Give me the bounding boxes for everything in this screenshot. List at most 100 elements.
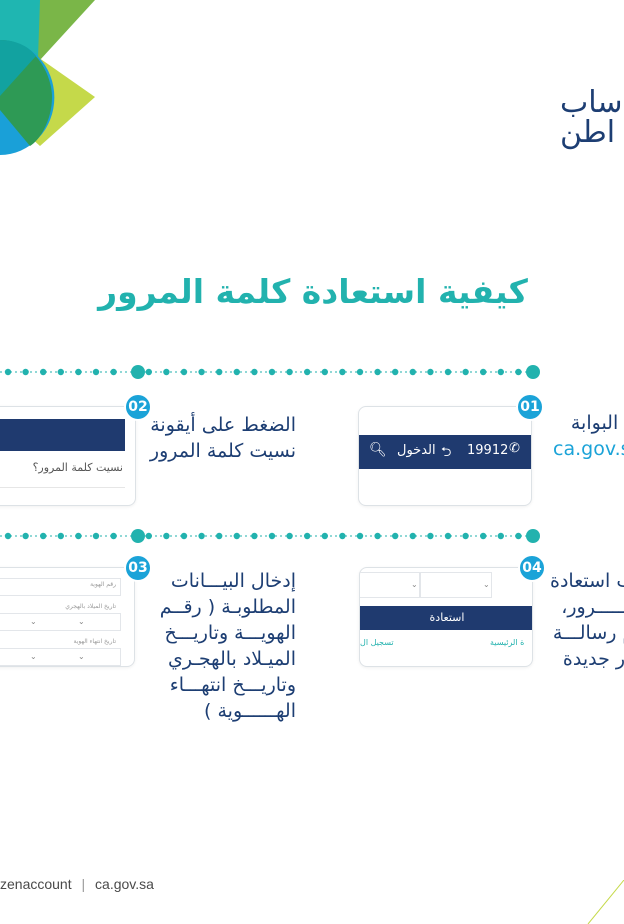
timeline-dot	[409, 368, 416, 376]
timeline-dot	[180, 532, 188, 540]
timeline-dot	[480, 368, 487, 376]
expiry-select[interactable]: ⌄⌄	[0, 648, 121, 666]
phone-icon: ✆	[509, 441, 520, 456]
timeline-dot	[304, 368, 311, 376]
restore-button[interactable]: استعادة	[360, 606, 532, 630]
social-handle: zenaccount	[0, 876, 72, 892]
timeline-dot	[497, 532, 504, 540]
timeline-dot	[57, 368, 64, 376]
divider	[0, 487, 125, 488]
timeline-dot	[233, 532, 240, 540]
timeline-dot	[321, 532, 328, 540]
timeline-dot	[198, 368, 205, 376]
timeline-dot	[286, 532, 293, 540]
timeline-dot	[75, 532, 82, 540]
timeline-dot	[251, 532, 258, 540]
timeline-dot	[444, 368, 452, 376]
timeline-dot	[145, 532, 152, 540]
timeline-node	[526, 365, 540, 379]
forgot-password-link[interactable]: نسيت كلمة المرور؟	[32, 461, 123, 474]
step-text-line: مـــــرور،	[561, 596, 624, 618]
step-text-line: ب البوابة	[570, 412, 624, 434]
timeline-dot	[163, 368, 170, 376]
timeline-dot	[40, 532, 47, 540]
timeline-dot	[339, 532, 346, 540]
step-text-line: الميـلاد بالهجـري	[168, 648, 296, 670]
timeline-dot	[409, 532, 416, 540]
home-link[interactable]: ة الرئيسية	[490, 638, 525, 647]
search-icon: 🔍︎	[369, 442, 387, 458]
step-01-card: 🔍︎ الدخول ⮌ 19912 ✆	[358, 406, 532, 506]
timeline-dot	[515, 532, 522, 540]
timeline-dot	[268, 368, 276, 376]
timeline-dot	[145, 368, 152, 376]
timeline-dot	[22, 532, 29, 540]
timeline-dot	[497, 368, 504, 376]
timeline-dot	[57, 532, 64, 540]
footer-separator: |	[81, 876, 86, 892]
step-03-text: إدخال البيـــانات المطلوبـة ( رقــم الهو…	[150, 568, 296, 724]
register-link[interactable]: تسجيل ال	[360, 638, 394, 647]
timeline-dot	[462, 368, 469, 376]
timeline-dot	[163, 532, 170, 540]
step-text-line: المطلوبـة ( رقــم	[159, 596, 296, 618]
timeline-dot	[92, 532, 100, 540]
timeline-dot	[4, 368, 12, 376]
timeline-dot	[462, 532, 469, 540]
timeline-dot	[40, 368, 47, 376]
step-02-badge: 02	[124, 393, 152, 421]
timeline-node	[526, 529, 540, 543]
logo: ساب اطن	[560, 88, 623, 148]
expiry-label: تاريخ انتهاء الهوية	[73, 638, 116, 645]
step-text-line: نسيت كلمة المرور	[149, 440, 296, 462]
timeline-dot	[356, 532, 364, 540]
timeline-dot	[251, 368, 258, 376]
timeline-dot	[180, 368, 188, 376]
footer-site-link[interactable]: ca.gov.sa	[95, 876, 154, 892]
step-text-line: الضغط على أيقونة	[150, 414, 296, 436]
timeline-dot	[427, 532, 434, 540]
login-icon: ⮌	[441, 445, 452, 460]
step-03-card: رقم الهوية تاريخ الميلاد بالهجري ⌄⌄ تاري…	[0, 567, 135, 667]
step-text-line: م رسالـــة	[552, 622, 624, 644]
logo-line-1: ساب	[560, 85, 623, 120]
timeline-dot	[216, 368, 223, 376]
step-04-text: ب استعادة مـــــرور، م رسالـــة ور جديدة	[550, 568, 624, 672]
decorative-shapes	[0, 0, 95, 155]
timeline-dot	[268, 532, 276, 540]
step-text-line: الهــــــوية )	[204, 700, 296, 722]
step-text-line: وتاريـــخ انتهـــاء	[169, 674, 296, 696]
timeline-dot	[304, 532, 311, 540]
timeline-dot	[216, 532, 223, 540]
step-04-badge: 04	[518, 554, 546, 582]
header-bar	[0, 419, 125, 451]
step-01-badge: 01	[516, 393, 544, 421]
timeline-row-1	[0, 365, 540, 379]
step-01-text: ب البوابة ca.gov.sa	[553, 410, 624, 462]
timeline-dot	[480, 532, 487, 540]
select-2[interactable]: ⌄	[420, 572, 492, 598]
timeline-dot	[110, 532, 117, 540]
step-text-line: الهويـــة وتاريـــخ	[164, 622, 296, 644]
select-1[interactable]: ⌄	[360, 572, 420, 598]
login-label: الدخول	[397, 443, 436, 458]
decorative-line	[587, 880, 624, 924]
timeline-dot	[198, 532, 205, 540]
timeline-dot	[321, 368, 328, 376]
timeline-dot	[374, 368, 381, 376]
id-number-label: رقم الهوية	[90, 581, 116, 588]
timeline-dot	[286, 368, 293, 376]
timeline-dot	[392, 532, 399, 540]
timeline-dot	[233, 368, 240, 376]
dob-select[interactable]: ⌄⌄	[0, 613, 121, 631]
step-02-card: نسيت كلمة المرور؟	[0, 406, 136, 506]
portal-link[interactable]: ca.gov.sa	[553, 438, 624, 460]
timeline-row-2	[0, 529, 540, 543]
timeline-node	[131, 365, 145, 379]
step-text-line: ب استعادة	[550, 570, 624, 592]
step-02-text: الضغط على أيقونة نسيت كلمة المرور	[150, 412, 296, 464]
timeline-dot	[374, 532, 381, 540]
timeline-dot	[392, 368, 399, 376]
id-number-field[interactable]	[0, 578, 121, 596]
step-03-badge: 03	[124, 554, 152, 582]
